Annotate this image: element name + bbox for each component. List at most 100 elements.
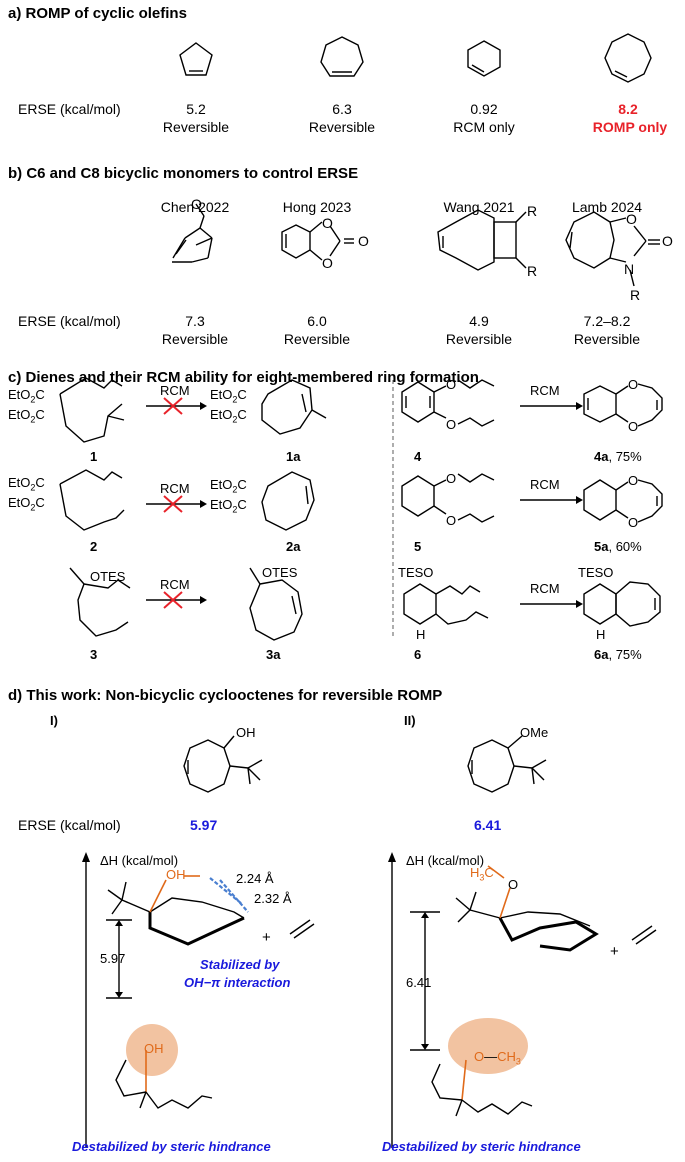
oxygen-label: O [628,419,639,434]
compound-label: 1 [90,449,98,464]
a-note-2: Reversible [308,119,376,135]
compound-label: 6a, 75% [594,647,642,662]
oxygen-label: O [446,513,457,528]
compound-label: 4a, 75% [594,449,642,464]
compound-label: 3 [90,647,98,662]
ester-label: EtO2C [210,497,247,515]
destabilized-label-I: Destabilized by steric hindrance [72,1139,271,1154]
a-value-2: 6.3 [332,101,352,117]
ester-label: EtO2C [8,495,45,513]
gap-value-I: 5.97 [100,951,126,966]
oh-label: OH [236,725,256,740]
ersse-label-b: ERSE (kcal/mol) [18,313,121,329]
b-value-4: 7.2–8.2 [583,313,631,329]
hong-carbonate-structure [281,221,354,261]
hydrogen-label: H [416,627,426,642]
ester-label: EtO2C [8,407,45,425]
distance-1: 2.24 Å [236,871,274,886]
compound-label: 5 [414,539,422,554]
product-1a-structure [261,379,327,435]
otes-label: OTES [90,569,126,584]
compound-label: 4 [414,449,422,464]
b-atom-o: O [322,215,333,231]
conformer-II-structure [455,865,657,952]
b-atom-o: O [322,255,333,271]
section-a-title: a) ROMP of cyclic olefins [8,5,187,22]
rcm-arrow-label: RCM [530,383,560,398]
diene-3-structure [69,567,131,637]
diene-2-structure [59,469,125,531]
diene-6-structure [403,583,489,625]
product-2a-structure [261,471,315,531]
oxygen-label: O [628,473,639,488]
b-ref-1: Chen 2022 [160,199,230,215]
b-value-3: 4.9 [469,313,489,329]
axis-label-I: ΔH (kcal/mol) [100,853,179,868]
stabilized-label-2: OH−π interaction [184,975,291,990]
a-note-4: ROMP only [592,119,668,135]
b-note-2: Reversible [283,331,351,347]
compound-label: 3a [266,647,281,662]
rcm-arrow-label: RCM [530,581,560,596]
plus-sign-II: + [610,943,619,960]
b-ref-2: Hong 2023 [282,199,352,215]
ester-label: EtO2C [8,475,45,493]
b-note-3: Reversible [445,331,513,347]
wang-cyclobutane-structure [437,209,527,271]
gap-value-II: 6.41 [406,975,432,990]
open-diene-II-structure [431,1018,533,1117]
product-3a-structure [249,567,303,641]
cyclooctene-structure [604,33,652,83]
product-6a-structure [583,581,661,627]
oxygen-label: O [628,377,639,392]
cyclohexene-structure [467,40,501,77]
compound-label: 1a [286,449,301,464]
d-value-I: 5.97 [190,817,218,833]
compound-I-structure [183,735,263,793]
b-note-1: Reversible [161,331,229,347]
diene-4-structure [401,379,495,427]
cycloheptene-structure [320,36,364,77]
b-value-2: 6.0 [307,313,327,329]
conformer-I-structure [107,875,315,946]
otes-label: OTES [262,565,298,580]
ome-group-label: H3C [470,865,494,883]
product-4a-structure [583,383,663,427]
oxygen-label: O [628,515,639,530]
ball-o-label: O—CH3 [474,1049,521,1067]
b-atom-o: O [662,233,673,249]
panel-II-tag: II) [404,713,416,728]
rcm-arrow-label: RCM [160,383,190,398]
rcm-arrow-label: RCM [530,477,560,492]
compound-label: 5a, 60% [594,539,642,554]
oxygen-label: O [446,417,457,432]
ome-label: OMe [520,725,549,740]
ball-oh-label: OH [144,1041,164,1056]
cyclopentene-structure [179,42,213,76]
ester-label: EtO2C [210,477,247,495]
compound-label: 6 [414,647,422,662]
b-atom-o: O [626,211,637,227]
axis-label-II: ΔH (kcal/mol) [406,853,485,868]
b-ref-4: Lamb 2024 [571,199,643,215]
diene-1-structure [59,377,125,443]
b-atom-o: O [191,196,202,212]
compound-label: 2 [90,539,98,554]
section-d-title: d) This work: Non-bicyclic cyclooctenes … [8,687,443,704]
a-note-3: RCM only [453,119,515,135]
ester-label: EtO2C [210,407,247,425]
teso-label: TESO [578,565,614,580]
lamb-carbamate-structure [565,211,660,287]
hydrogen-label: H [596,627,606,642]
product-5a-structure [583,479,663,523]
rcm-arrow-label: RCM [160,577,190,592]
b-value-1: 7.3 [185,313,205,329]
ersse-label-a: ERSE (kcal/mol) [18,101,121,117]
b-ref-3: Wang 2021 [443,199,515,215]
compound-label: 2a [286,539,301,554]
panel-I-tag: I) [50,713,58,728]
section-b-title: b) C6 and C8 bicyclic monomers to contro… [8,165,359,182]
destabilized-label-II: Destabilized by steric hindrance [382,1139,581,1154]
ersse-label-d: ERSE (kcal/mol) [18,817,121,833]
